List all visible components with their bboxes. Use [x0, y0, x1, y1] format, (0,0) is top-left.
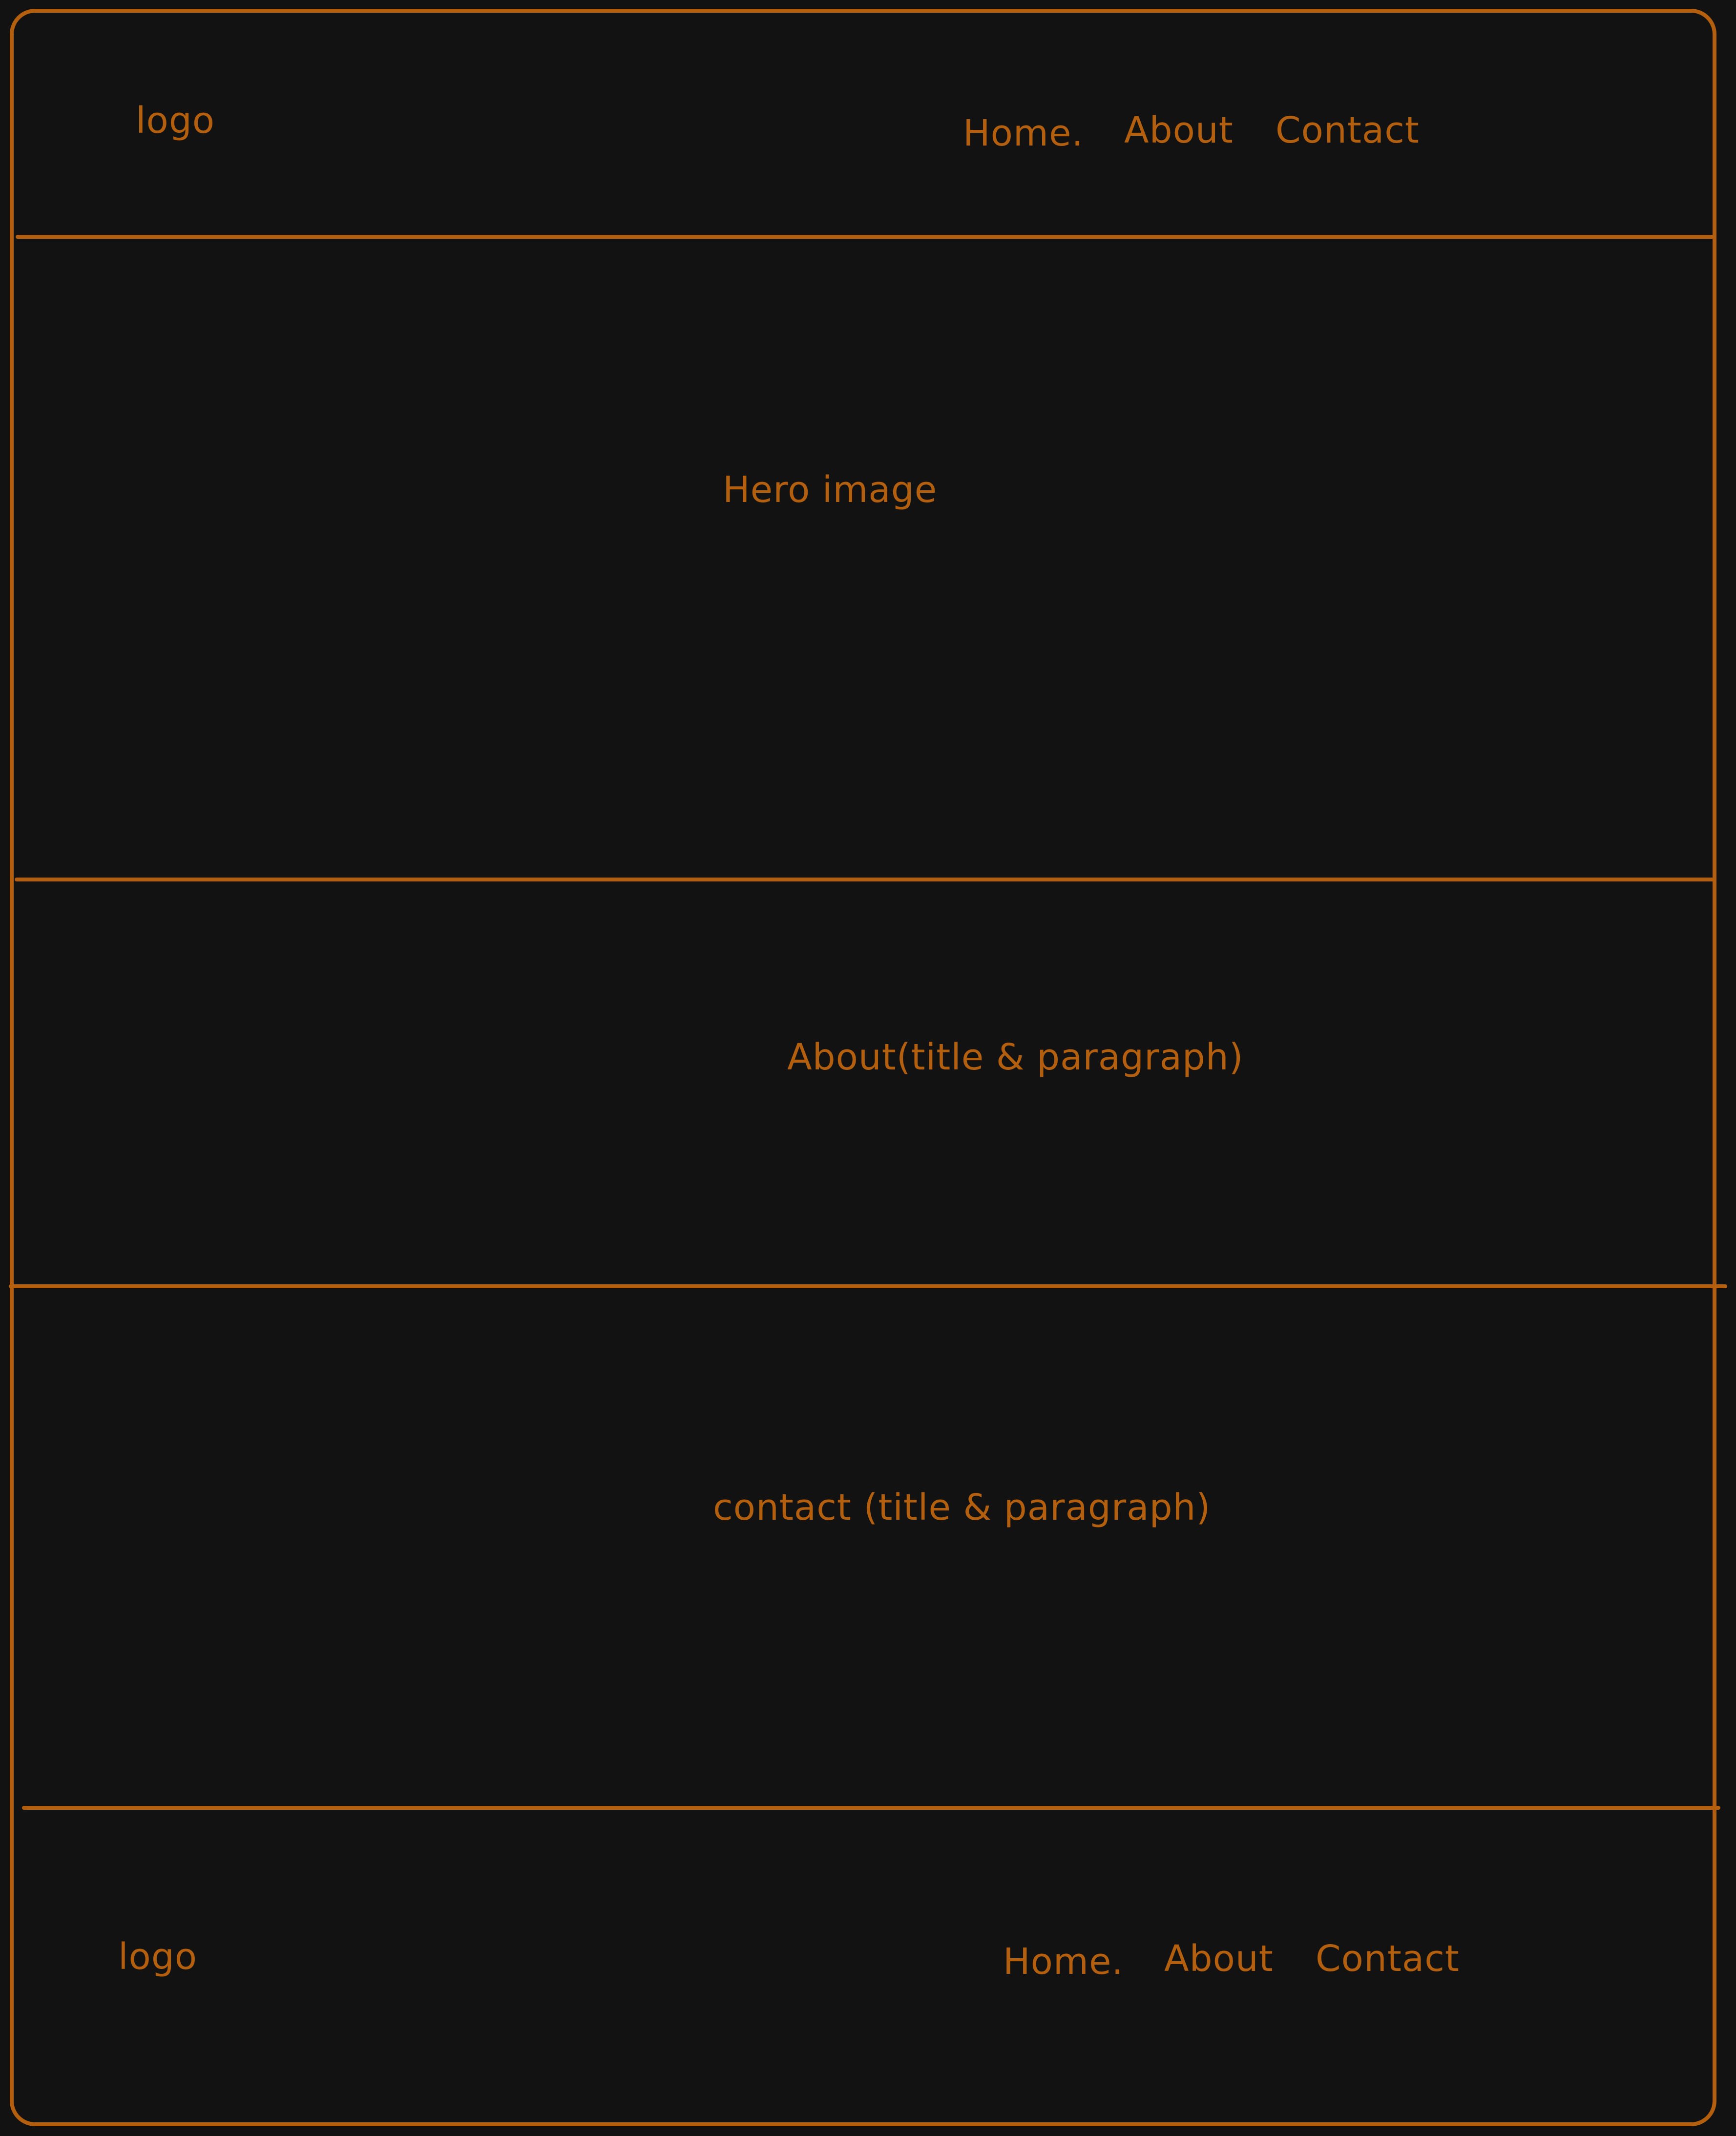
about-placeholder: About(title & paragraph): [787, 1036, 1244, 1078]
contact-divider: [22, 1806, 1720, 1810]
footer-nav-home[interactable]: Home.: [1003, 1941, 1124, 1983]
about-section: [15, 881, 1721, 1284]
footer: [15, 1810, 1721, 2122]
hero-divider: [15, 878, 1716, 881]
header-divider: [16, 235, 1714, 239]
footer-nav-contact[interactable]: Contact: [1316, 1938, 1460, 1980]
contact-section: [15, 1288, 1721, 1806]
header: [15, 15, 1721, 237]
header-logo[interactable]: logo: [136, 100, 215, 142]
about-divider: [9, 1284, 1727, 1288]
page-frame: [10, 9, 1716, 2126]
hero-section: [15, 239, 1721, 879]
header-nav-about[interactable]: About: [1124, 109, 1234, 151]
footer-logo[interactable]: logo: [118, 1936, 198, 1978]
hero-image-placeholder: Hero image: [723, 469, 938, 511]
contact-placeholder: contact (title & paragraph): [713, 1487, 1211, 1529]
footer-nav-about[interactable]: About: [1164, 1938, 1274, 1980]
header-nav-contact[interactable]: Contact: [1276, 109, 1420, 151]
header-nav-home[interactable]: Home.: [963, 112, 1084, 154]
